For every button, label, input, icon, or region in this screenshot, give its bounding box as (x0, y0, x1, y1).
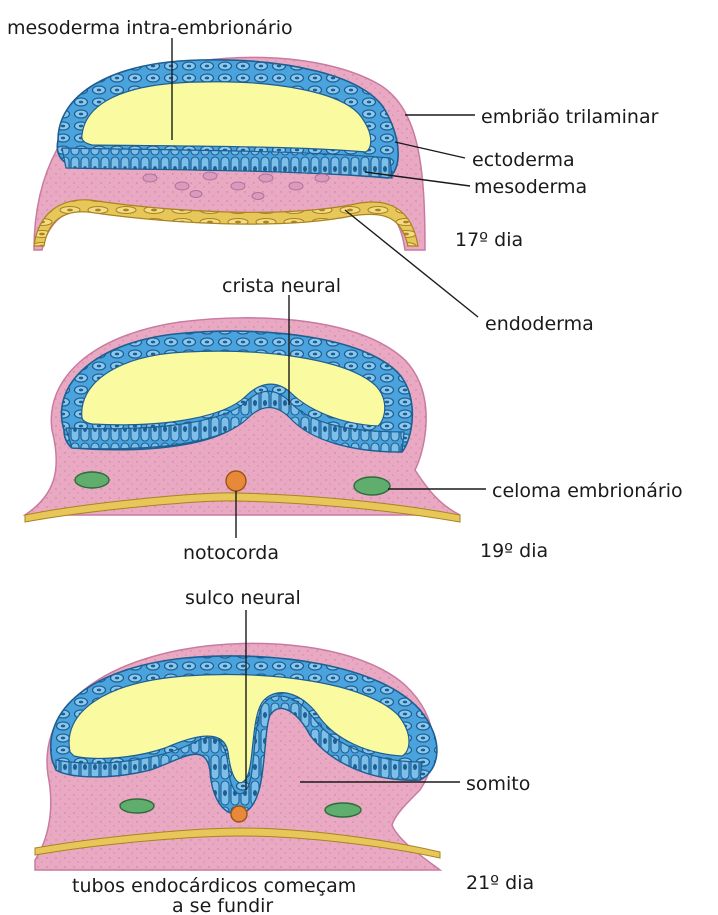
label-day-21: 21º dia (466, 872, 534, 894)
label-mesoderma: mesoderma (474, 176, 587, 198)
label-mesoderma-intra-embrionario: mesoderma intra-embrionário (7, 17, 293, 39)
panel-19-day (25, 318, 460, 522)
label-day-19: 19º dia (480, 540, 548, 562)
label-tubos-line-2: a se fundir (172, 895, 273, 915)
label-ectoderma: ectoderma (472, 149, 575, 171)
label-endoderma: endoderma (485, 313, 594, 335)
celom-right-21 (325, 803, 361, 817)
label-celoma-embrionario: celoma embrionário (492, 480, 683, 502)
celom-left-19 (75, 472, 109, 488)
label-crista-neural: crista neural (222, 275, 341, 297)
label-sulco-neural: sulco neural (185, 587, 301, 609)
label-notocorda: notocorda (183, 542, 279, 564)
label-somito: somito (466, 773, 530, 795)
panel-21-day (35, 643, 440, 870)
label-day-17: 17º dia (455, 229, 523, 251)
notochord-21 (231, 806, 247, 822)
notochord-19 (226, 471, 246, 491)
celom-left-21 (120, 799, 154, 813)
label-tubos-line-1: tubos endocárdicos começam (72, 875, 356, 897)
panel-17-day (34, 57, 425, 250)
label-embriao-trilaminar: embrião trilaminar (481, 106, 659, 128)
celom-right-19 (354, 477, 390, 495)
